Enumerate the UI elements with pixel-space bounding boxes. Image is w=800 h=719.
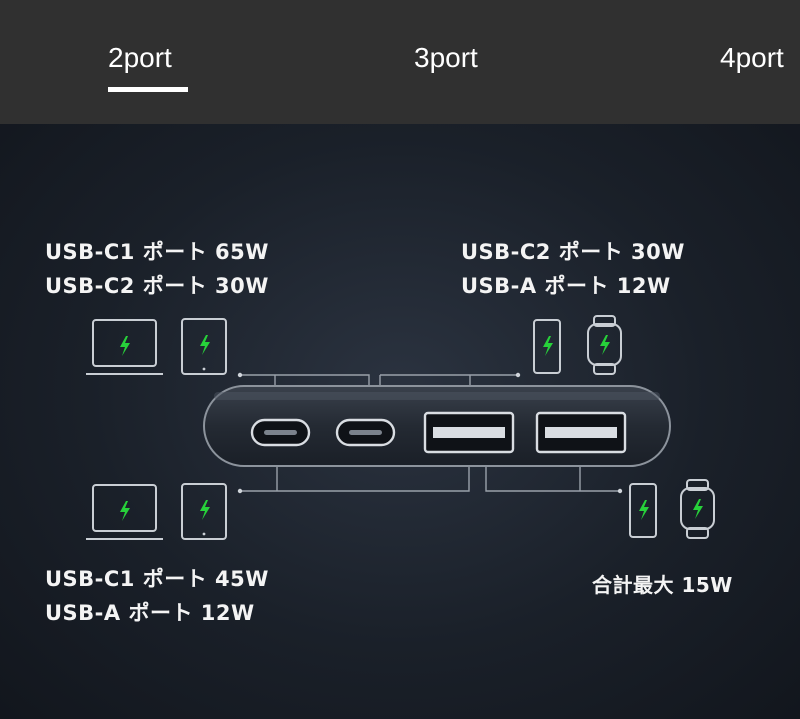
lightning-bolt-icon bbox=[600, 335, 610, 355]
caption-top-left-line2: USB-C2 ポート 30W bbox=[45, 274, 269, 298]
tab-4port[interactable]: 4port bbox=[720, 42, 784, 73]
laptop-icon bbox=[86, 319, 163, 375]
caption-bottom-right: 合計最大 15W bbox=[592, 573, 733, 597]
connector-dot bbox=[237, 372, 243, 378]
caption-bottom-left-line1: USB-C1 ポート 45W bbox=[45, 567, 269, 591]
port-combination-diagram: USB-C1 ポート 65W USB-C2 ポート 30W USB-C2 ポート… bbox=[0, 124, 800, 719]
caption-bottom-left-line2: USB-A ポート 12W bbox=[45, 601, 255, 625]
lightning-bolt-icon bbox=[120, 501, 130, 521]
tablet-icon bbox=[181, 483, 227, 540]
caption-top-right-line1: USB-C2 ポート 30W bbox=[461, 240, 685, 264]
lightning-bolt-icon bbox=[693, 499, 703, 519]
tab-3port[interactable]: 3port bbox=[414, 42, 478, 73]
laptop-icon bbox=[86, 484, 163, 540]
power-bank bbox=[203, 385, 671, 467]
connector-dot bbox=[617, 488, 623, 494]
caption-top-right-line2: USB-A ポート 12W bbox=[461, 274, 671, 298]
lightning-bolt-icon bbox=[200, 335, 210, 355]
watch-icon bbox=[680, 479, 715, 539]
tab-2port[interactable]: 2port bbox=[108, 42, 172, 73]
connector-dot bbox=[515, 372, 521, 378]
diagram-graphics bbox=[86, 315, 715, 540]
lightning-bolt-icon bbox=[543, 336, 553, 356]
tablet-icon bbox=[181, 318, 227, 375]
lightning-bolt-icon bbox=[200, 500, 210, 520]
phone-icon bbox=[629, 483, 657, 538]
connector-dot bbox=[237, 488, 243, 494]
tab-bar: 2port 3port 4port bbox=[0, 0, 800, 124]
watch-icon bbox=[587, 315, 622, 375]
caption-top-left-line1: USB-C1 ポート 65W bbox=[45, 240, 269, 264]
lightning-bolt-icon bbox=[120, 336, 130, 356]
phone-icon bbox=[533, 319, 561, 374]
active-tab-indicator bbox=[108, 87, 188, 92]
lightning-bolt-icon bbox=[639, 500, 649, 520]
